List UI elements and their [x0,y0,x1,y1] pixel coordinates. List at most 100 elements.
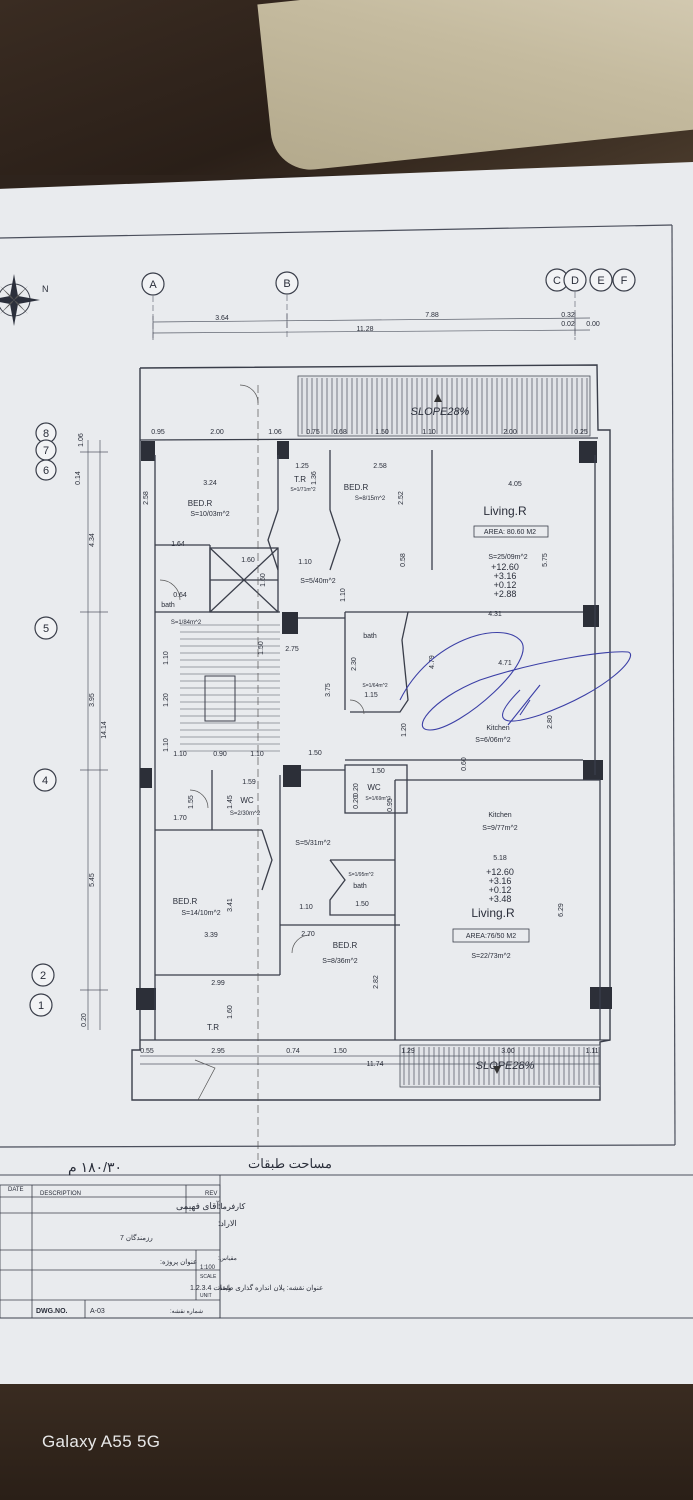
level-living1-1: +12.60 [491,562,519,572]
room-living1-label: Living.R [483,504,527,518]
level-living1-2: +3.16 [494,571,517,581]
grid-bubble-d [563,268,587,292]
dim-339: 3.39 [204,932,218,939]
dim-375: 3.75 [325,683,332,697]
grid-bubble-1 [29,993,53,1017]
room-living1-area-box: AREA: 80.60 M2 [484,529,536,536]
room-tr1-label: T.R [294,475,306,484]
dim-341: 3.41 [227,898,234,912]
title-employer-label: کارفرما: [218,1202,245,1211]
dim-1174: 11.74 [367,1061,384,1068]
grid-bubble-4 [33,768,57,792]
dim-405: 4.05 [508,481,522,488]
dim-280: 2.80 [547,715,554,729]
grid-label-7: 7 [43,445,49,457]
dim-032: 0.32 [561,312,575,319]
dim-155: 1.55 [188,795,195,809]
room-bedr4-label: BED.R [333,941,358,950]
dim-200b: 2.00 [503,429,517,436]
frame-mid-line [0,1144,676,1148]
grid-label-b: B [283,278,290,290]
title-address-value: رزمندگان 7 [120,1233,153,1242]
room-bath3-label: bath [353,883,367,890]
dim-150a: 1.50 [375,429,389,436]
signature-scribble [399,631,632,731]
dim-275: 2.75 [285,646,299,653]
dim-252: 2.52 [398,491,405,505]
dim-111: 1.11 [585,1048,598,1055]
grid-label-e: E [597,275,604,287]
dim-095b: 0.95 [387,798,394,812]
dim-110b: 1.10 [298,559,312,566]
dim-145: 1.45 [227,795,234,809]
title-dwg-no: DWG.NO. [36,1308,68,1315]
room-bath2-label: bath [363,633,377,640]
grid-label-c: C [553,275,561,287]
svg-text:N: N [42,284,49,294]
room-kitchen2-label: Kitchen [488,812,511,819]
grid-label-6: 6 [43,465,49,477]
dim-020b: 0.20 [353,795,360,809]
dim-258-v: 2.58 [143,491,150,505]
dim-106: 1.06 [268,429,282,436]
camera-watermark: Galaxy A55 5G [42,1432,161,1451]
dim-136: 1.36 [311,471,318,485]
room-wc1-area: S=2/30m^2 [230,811,261,817]
title-scale-value: 1:100 [200,1265,216,1271]
room-bedr2-area: S=8/15m^2 [355,496,386,502]
north-arrow-icon: N [0,274,49,326]
dim-170: 1.70 [173,815,187,822]
dim-788: 7.88 [425,312,439,319]
dim-090: 0.90 [213,751,227,758]
title-sheet-no-label: شماره نقشه: [170,1308,203,1315]
table-surface-bottom [0,1380,693,1500]
title-unit-label: واحد: [218,1285,231,1292]
grid-bubble-5 [34,616,58,640]
building-outline [131,364,611,1101]
dim-074: 0.74 [286,1048,300,1055]
room-bedr3-label: BED.R [173,897,198,906]
room-bath1-area: S=1/84m^2 [171,620,202,626]
dim-364: 3.64 [215,315,229,322]
dim-020a: 0.20 [353,783,360,797]
dim-1128: 11.28 [357,326,374,333]
level-living2-1: +12.60 [486,867,514,877]
dim-160b: 1.60 [260,573,267,587]
dim-025: 0.25 [574,429,588,436]
dim-160a: 1.60 [241,557,255,564]
hall2-area: S=5/31m^2 [295,840,330,847]
dim-575: 5.75 [542,553,549,567]
dim-150d: 1.50 [371,768,385,775]
slope-label-top: SLOPE28% [411,406,470,418]
room-wc2-area: S=1/69m^2 [365,796,390,802]
dim-095: 0.95 [151,429,165,436]
grid-label-f: F [621,275,628,287]
dim-295: 2.95 [211,1048,225,1055]
room-bedr1-label: BED.R [188,499,213,508]
dim-395: 3.95 [89,693,96,707]
dim-120a: 1.20 [401,723,408,737]
dim-431: 4.31 [488,611,502,618]
floor-area-value: ۱۸۰/۳۰ م [68,1159,122,1176]
dim-014: 0.14 [75,471,82,485]
dim-282: 2.82 [373,975,380,989]
grid-label-2: 2 [40,970,46,982]
dim-164: 1.64 [171,541,185,548]
room-kitchen1-area: S=6/06m^2 [475,737,510,744]
dim-200a: 2.00 [210,429,224,436]
dim-055: 0.55 [140,1048,154,1055]
grid-label-1: 1 [38,1000,44,1012]
title-scale-en: SCALE [200,1274,217,1280]
grid-bubble-b [275,271,299,295]
dim-160c: 1.60 [227,1005,234,1019]
dim-075: 0.75 [306,429,320,436]
dim-471: 4.71 [498,660,512,667]
grid-label-5: 5 [43,623,49,635]
room-living1-area: S=25/09m^2 [488,554,527,561]
title-scale-label: مقیاس: [218,1255,237,1262]
dim-120b: 1.20 [163,693,170,707]
level-living2-4: +3.48 [489,894,512,904]
dim-150e: 1.50 [355,901,369,908]
dim-060: 0.60 [461,757,468,771]
